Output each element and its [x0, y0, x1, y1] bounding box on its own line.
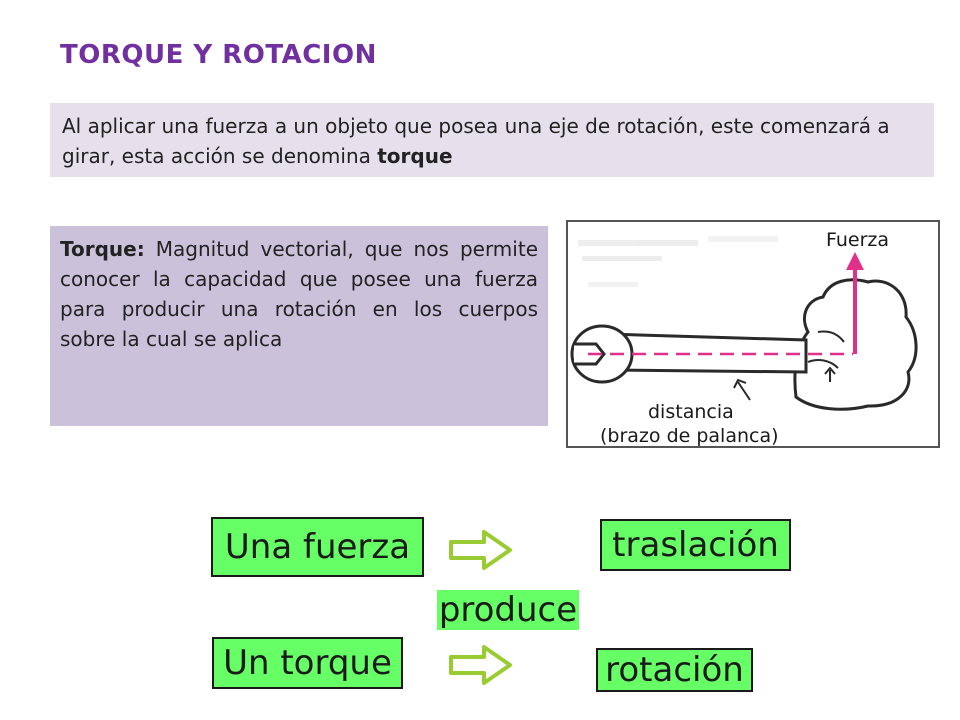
definition-box: Torque: Magnitud vectorial, que nos perm… — [50, 226, 548, 426]
label-force: Fuerza — [826, 229, 889, 251]
definition-text: Magnitud vectorial, que nos permite cono… — [60, 237, 538, 351]
box-traslacion: traslación — [600, 519, 791, 571]
intro-text: Al aplicar una fuerza a un objeto que po… — [62, 114, 890, 168]
box-una-fuerza-label: Una fuerza — [224, 527, 411, 567]
label-distance: distancia — [648, 401, 734, 423]
arrow-right-icon — [449, 645, 512, 685]
arrow-right-icon — [449, 530, 512, 570]
small-arrow-icon — [824, 366, 836, 382]
label-lever-arm: (brazo de palanca) — [600, 425, 779, 446]
box-un-torque-label: Un torque — [223, 643, 392, 683]
distance-pointer-icon — [733, 378, 751, 401]
background-texture — [578, 236, 778, 287]
box-traslacion-label: traslación — [612, 525, 779, 565]
box-rotacion-label: rotación — [605, 650, 744, 690]
box-una-fuerza: Una fuerza — [211, 517, 424, 577]
box-un-torque: Un torque — [212, 637, 403, 689]
produce-label: produce — [438, 590, 578, 630]
intro-bold-word: torque — [377, 144, 453, 168]
force-arrow — [846, 252, 864, 354]
produce-label-box: produce — [437, 590, 579, 630]
box-rotacion: rotación — [596, 648, 753, 692]
wrench-diagram-svg: Fuerza distancia (brazo de palanca) — [568, 222, 938, 446]
slide-title: TORQUE Y ROTACION — [60, 40, 377, 70]
wrench-illustration: Fuerza distancia (brazo de palanca) — [566, 220, 940, 448]
intro-box: Al aplicar una fuerza a un objeto que po… — [50, 103, 934, 177]
definition-term: Torque: — [60, 237, 145, 261]
